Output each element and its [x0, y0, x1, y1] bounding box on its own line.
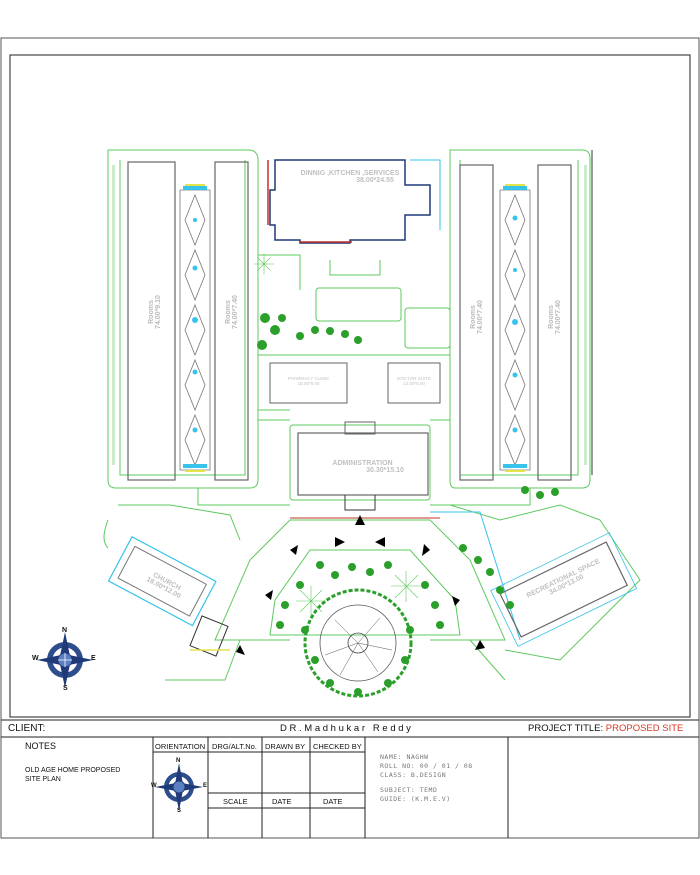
pharmacy-size: 18.00*9.00 — [297, 381, 320, 386]
rooms-2-size: 74.00*7.40 — [232, 295, 239, 329]
garden-palm — [324, 617, 393, 676]
traffic-arrows — [236, 515, 485, 655]
rooms-3-size: 74.00*7.40 — [477, 300, 484, 334]
dining-name: DINNIG ,KITCHEN ,SERVICES — [300, 170, 400, 177]
student-info-2: ROLL NO: 00 / 01 / 08 — [380, 762, 473, 770]
rooms-3-label: Rooms 74.00*7.40 — [470, 277, 484, 357]
walkway-dots — [112, 165, 587, 465]
drawn-by-label: DRAWN BY — [265, 742, 306, 751]
garden-ring-outer — [303, 588, 413, 698]
administration-label: ADMINISTRATION 30.30*15.10 — [300, 460, 425, 474]
dining-cyan-edge — [410, 159, 441, 230]
rooms-2-name: Rooms — [225, 300, 232, 324]
room-blocks — [127, 161, 572, 481]
compass-s: S — [63, 685, 68, 692]
rooms-1-name: Rooms — [148, 300, 155, 324]
shrubs — [254, 254, 422, 616]
project-title-value: PROPOSED SITE — [605, 723, 684, 734]
garden-ring-inner — [319, 604, 397, 682]
dining-building-outline — [269, 159, 431, 244]
compass-w: W — [32, 655, 39, 662]
student-info-5: GUIDE: (K.M.E.V) — [380, 795, 451, 803]
dining-size: 38.00*24.55 — [356, 177, 394, 184]
compass-rose-titleblock — [155, 763, 203, 811]
drg-alt-label: DRG/ALT.No. — [212, 742, 257, 751]
notes-label: NOTES — [25, 741, 57, 751]
admin-cyan-road — [430, 511, 521, 641]
tb-compass-e: E — [203, 783, 208, 789]
pharmacy-name: PHARMACY CLINIC — [287, 376, 330, 381]
client-name: D R . M a d h u k a r R e d d y — [280, 723, 411, 734]
pharmacy-block — [269, 362, 348, 404]
date-label-1: DATE — [272, 797, 292, 806]
garden-center — [347, 632, 369, 654]
rooms-1-label: Rooms 74.00*9.10 — [148, 272, 162, 352]
doctor-size: 12.00*9.00 — [403, 381, 425, 386]
student-info-1: NAME: NAGHW — [380, 753, 429, 761]
dining-label: DINNIG ,KITCHEN ,SERVICES 38.00*24.55 — [290, 170, 410, 184]
admin-porch — [344, 421, 376, 435]
scale-label: SCALE — [223, 797, 248, 806]
rooms-4-name: Rooms — [548, 305, 555, 329]
doctor-label: DOCTOR SUITE 12.00*9.00 — [390, 376, 438, 386]
administration-name: ADMINISTRATION — [332, 460, 393, 467]
doctor-name: DOCTOR SUITE — [397, 376, 431, 381]
compass-e: E — [91, 655, 96, 662]
trees — [257, 313, 559, 696]
date-label-2: DATE — [323, 797, 343, 806]
recreational-building — [490, 532, 638, 647]
rooms-1-size: 74.00*9.10 — [155, 295, 162, 329]
compass-n: N — [62, 627, 68, 634]
client-label: CLIENT: — [8, 723, 46, 734]
rooms-2-label: Rooms 74.00*7.40 — [225, 272, 239, 352]
student-info-4: SUBJECT: TEMD — [380, 786, 438, 794]
tb-compass-n: N — [176, 758, 181, 764]
title-block-lines — [1, 719, 699, 838]
administration-size: 30.30*15.10 — [366, 467, 404, 474]
administration-block — [297, 432, 429, 496]
project-title-label: PROJECT TITLE: — [528, 723, 604, 734]
project-title: PROJECT TITLE: PROPOSED SITE — [528, 723, 683, 734]
courtyard-yellow-marks — [185, 184, 525, 472]
admin-entrance — [344, 495, 376, 511]
rooms-4-label: Rooms 74.00*7.40 — [548, 277, 562, 357]
rooms-4-size: 74.00*7.40 — [555, 300, 562, 334]
tb-compass-w: W — [151, 783, 157, 789]
orientation-label: ORIENTATION — [155, 742, 206, 751]
student-info-3: CLASS: B.DESIGN — [380, 771, 447, 779]
church-annex — [189, 615, 229, 657]
water-features — [183, 186, 527, 468]
compass-rose-plan — [37, 632, 93, 688]
doctor-block — [387, 362, 441, 404]
dining-red-edge — [267, 160, 352, 243]
pharmacy-label: PHARMACY CLINIC 18.00*9.00 — [272, 376, 345, 386]
notes-text-2: SITE PLAN — [25, 776, 61, 783]
outer-border — [0, 37, 700, 839]
checked-by-label: CHECKED BY — [313, 742, 362, 751]
tb-compass-s: S — [177, 808, 182, 814]
inner-border — [9, 54, 691, 718]
site-roads — [103, 149, 641, 681]
rooms-3-name: Rooms — [470, 305, 477, 329]
church-building — [107, 535, 217, 627]
notes-text-1: OLD AGE HOME PROPOSED — [25, 767, 121, 774]
